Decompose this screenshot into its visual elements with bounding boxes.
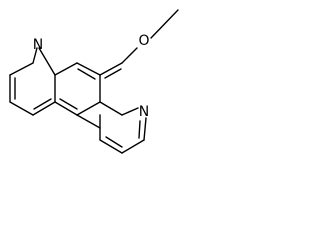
double-bond-right-inner-2 (138, 120, 141, 139)
bond-c10-c4 (54, 101, 78, 116)
atom-label-o-methoxy: O (138, 33, 149, 49)
bond-c13-c14 (121, 139, 145, 154)
double-bond-central-inner-2 (59, 98, 78, 110)
bond-c9-c12 (99, 101, 123, 116)
double-bond-right-inner-1 (105, 136, 123, 148)
bond-c9-c10 (76, 101, 101, 116)
bond-c11-o (121, 47, 138, 64)
double-bond-left-inner-2 (33, 98, 52, 110)
bond-c14-c15 (99, 139, 123, 154)
bond-c3-c7 (54, 62, 78, 76)
double-bond-c11-inner (104, 68, 122, 79)
bond-c2-n1 (32, 47, 38, 64)
right-pyridine-ring (76, 62, 147, 154)
atom-label-n-bottom: N (139, 104, 149, 120)
atom-label-n-left: N (33, 37, 43, 53)
bond-c8-c11 (99, 62, 123, 76)
bond-c1-c2 (9, 62, 34, 76)
bond-o-ch3 (150, 9, 179, 39)
bond-c10-link (76, 114, 101, 129)
bond-c5-c1 (9, 101, 34, 116)
bond-n1-c3 (38, 47, 56, 76)
double-bond-central-inner-1 (77, 68, 96, 80)
chemical-structure-diagram: N O N (9, 9, 179, 154)
bond-n2-c13 (143, 117, 147, 141)
bond-c4-c5 (32, 101, 56, 116)
central-ring (54, 62, 101, 116)
methoxy-group (104, 9, 179, 79)
left-pyridine-ring (9, 47, 56, 116)
bond-c7-c8 (76, 62, 101, 76)
bond-c12-n2 (121, 107, 139, 116)
